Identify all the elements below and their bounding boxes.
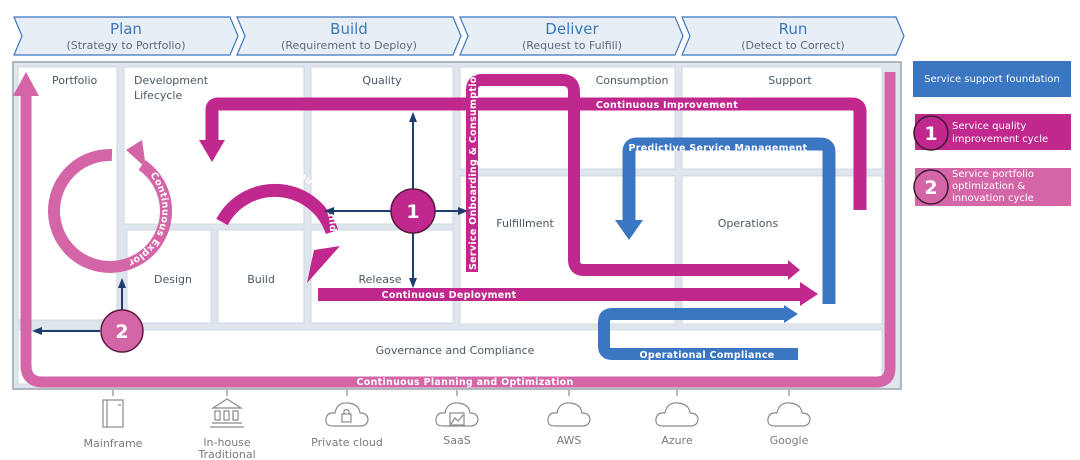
stage-title: Run [779, 20, 808, 38]
flow-label-continuous-deployment: Continuous Deployment [382, 290, 517, 301]
cell-label-operations: Operations [718, 217, 779, 230]
cell-operations [681, 175, 883, 325]
cell-label-support: Support [768, 74, 812, 87]
flow-label-continuous-planning: Continuous Planning and Optimization [356, 377, 573, 388]
flow-continuous-improvement: Continuous Improvement [199, 97, 867, 210]
cell-portfolio [17, 66, 118, 321]
cell-label-fulfillment: Fulfillment [496, 217, 554, 230]
legend-cycle-2: 2 Service portfolio optimization & innov… [913, 168, 1071, 206]
badge-1-number: 1 [406, 201, 419, 223]
cloud-icon [767, 390, 811, 427]
cell-label-design: Design [154, 273, 192, 286]
stage-subtitle: (Strategy to Portfolio) [66, 39, 185, 52]
stage-chevron-run: Run (Detect to Correct) [681, 16, 905, 56]
stage-subtitle: (Requirement to Deploy) [281, 39, 417, 52]
cloud-icon [547, 390, 591, 427]
platform-label-aws: AWS [557, 434, 582, 447]
cell-release [310, 229, 454, 324]
stage-subtitle: (Detect to Correct) [741, 39, 844, 52]
mainframe-icon [102, 390, 124, 428]
flow-continuous-deployment: Continuous Deployment [318, 282, 818, 306]
stage-chevron-build: Build (Requirement to Deploy) [236, 16, 462, 56]
cloud-lock-icon [325, 390, 369, 427]
legend-cycle-1: 1 Service quality improvement cycle [913, 114, 1071, 151]
flow-continuous-planning: Continuous Planning and Optimization [13, 72, 896, 388]
stage-chevron-plan: Plan (Strategy to Portfolio) [13, 16, 239, 56]
legend-cycle-2-label-3: innovation cycle [952, 193, 1034, 204]
stage-subtitle: (Request to Fulfill) [522, 39, 622, 52]
flow-label-service-onboarding: Service Onboarding & Consumption [468, 69, 479, 270]
legend-cycle-2-label: Service portfolio [952, 169, 1034, 180]
platform-label-mainframe: Mainframe [84, 437, 143, 450]
cell-label-build: Build [247, 273, 275, 286]
legend-cycle-1-number: 1 [924, 123, 937, 145]
badge-2-number: 2 [115, 321, 128, 343]
badge-cycle-1: 1 [390, 188, 436, 234]
cell-label-lifecycle: Lifecycle [134, 89, 182, 102]
cell-design [126, 229, 212, 324]
platform-label-in-house: In-house [203, 436, 251, 449]
flow-service-onboarding: Service Onboarding & Consumption [466, 69, 800, 280]
flow-label-operational-compliance: Operational Compliance [639, 350, 774, 361]
stage-title: Deliver [545, 20, 599, 38]
badge-cycle-2: 2 [100, 309, 144, 353]
legend-service-support-foundation: Service support foundation [913, 61, 1071, 97]
cell-support [681, 66, 883, 170]
flow-label-continuous-improvement: Continuous Improvement [596, 100, 738, 111]
platform-label-azure: Azure [661, 434, 693, 447]
legend: Service support foundation 1 Service qua… [913, 61, 1071, 206]
legend-cycle-1-label: Service quality [952, 121, 1026, 132]
stage-title: Build [330, 20, 368, 38]
stage-title: Plan [110, 20, 142, 38]
bank-building-icon [210, 390, 244, 428]
flow-operational-compliance: Operational Compliance [598, 305, 798, 361]
platform-label-private-cloud: Private cloud [311, 436, 383, 449]
cloud-image-icon [435, 390, 479, 427]
cell-build [217, 229, 305, 324]
cell-label-quality: Quality [362, 74, 402, 87]
legend-cycle-2-label-2: optimization & [952, 181, 1025, 192]
flow-label-predictive-service-management: Predictive Service Management [629, 143, 808, 154]
badge-2-connectors [32, 278, 126, 335]
cell-fulfillment [459, 175, 676, 325]
platform-label-google: Google [770, 434, 809, 447]
cloud-icon [655, 390, 699, 427]
cell-label-development: Development [134, 74, 209, 87]
cell-label-consumption: Consumption [596, 74, 669, 87]
platform-label-saas: SaaS [443, 434, 470, 447]
cell-label-portfolio: Portfolio [52, 74, 98, 87]
legend-foundation-label: Service support foundation [924, 74, 1060, 85]
legend-cycle-2-number: 2 [924, 177, 937, 199]
platform-label-traditional: Traditional [197, 448, 255, 460]
stage-chevron-deliver: Deliver (Request to Fulfill) [459, 16, 684, 56]
legend-cycle-1-label-2: improvement cycle [952, 134, 1048, 145]
cell-label-release: Release [359, 273, 402, 286]
cell-label-governance: Governance and Compliance [376, 344, 535, 357]
flow-predictive-service-management: Predictive Service Management [615, 137, 836, 304]
platforms-row [102, 390, 811, 428]
